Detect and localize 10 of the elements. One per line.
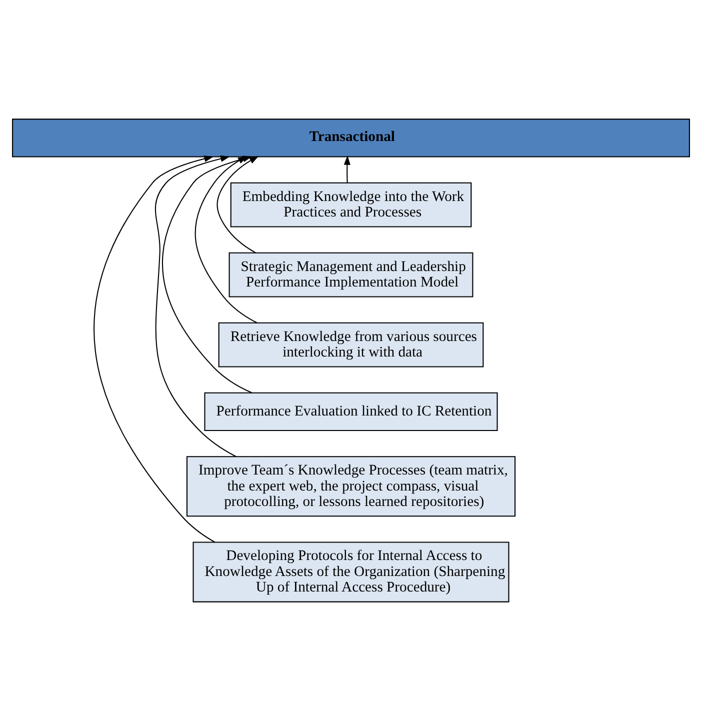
node-box: Strategic Management and Leadership Performance Implementation Model (228, 252, 474, 297)
arrow (155, 154, 236, 456)
arrow (94, 155, 215, 542)
node-box: Retrieve Knowledge from various sources interlocking it with data (218, 322, 484, 367)
node-box: Embedding Knowledge into the Work Practices and Processes (230, 182, 472, 227)
arrow (344, 154, 350, 182)
node-box: Performance Evaluation linked to IC Retention (204, 392, 498, 431)
node-box: Improve Team´s Knowledge Processes (team matrix, the expert web, the project compass, visual protocolling, or lessons learned repositories) (186, 456, 516, 516)
node-box: Transactional (12, 118, 690, 157)
node-box: Developing Protocols for Internal Access to Knowledge Assets of the Organization (Sharpening Up of Internal Access Procedure) (192, 541, 510, 602)
